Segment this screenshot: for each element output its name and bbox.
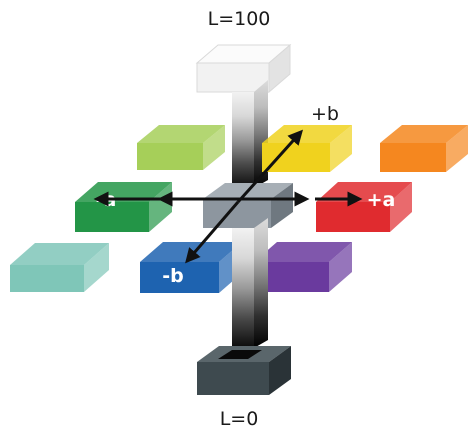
lightness-min-label: L=0 [220,408,259,430]
plus-a-label: +a [367,189,396,211]
purple-tile [254,242,352,292]
lightness-max-label: L=100 [208,8,271,30]
black-base-block [197,346,291,395]
blue-tile: -b [140,242,242,293]
lightness-axis-lower [232,218,268,348]
white-top-cap [197,45,290,92]
teal-tile [10,243,109,292]
yellow-tile [262,125,352,172]
plus-b-label: +b [311,103,339,125]
red-tile: +a [316,182,412,232]
orange-tile [380,125,468,172]
green-tile: -a [75,182,172,232]
light-green-tile [137,125,225,170]
minus-b-label: -b [162,265,184,287]
